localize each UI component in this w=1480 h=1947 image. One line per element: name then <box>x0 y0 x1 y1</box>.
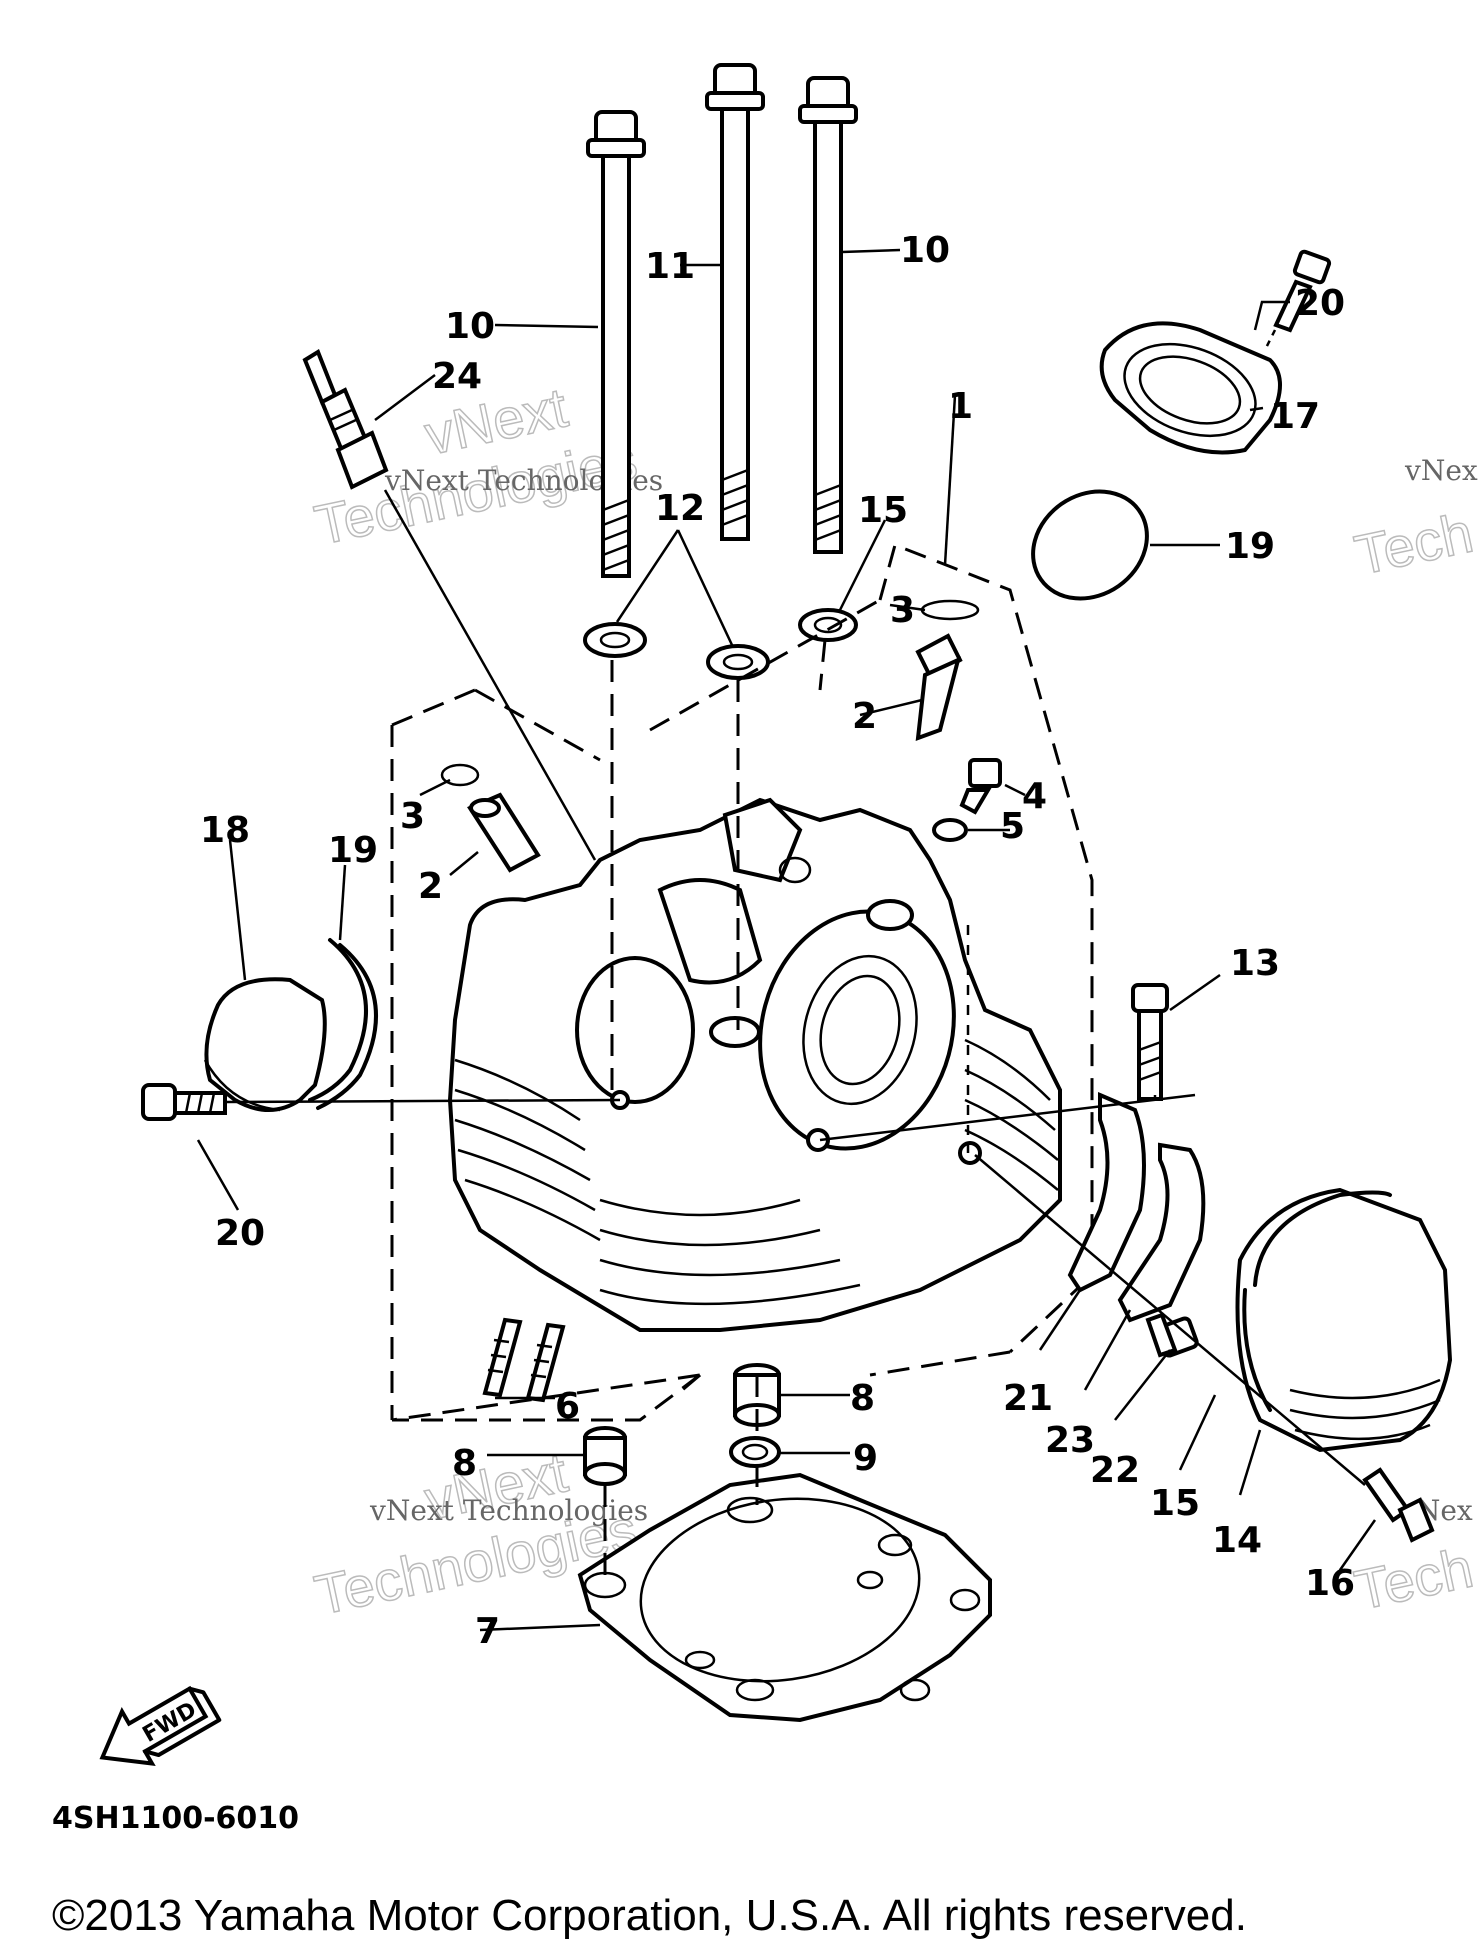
circlip-3-left <box>440 763 480 787</box>
callout-23: 23 <box>1045 1420 1095 1461</box>
stud-bolts-6 <box>482 1317 566 1403</box>
bolt-20-top <box>1263 249 1332 351</box>
callout-5: 5 <box>1000 806 1025 847</box>
cylinder-head <box>447 797 1062 1332</box>
watermark-small-bottom: vNext Technologies <box>369 1494 648 1527</box>
watermark-large-bottom-right: Tech <box>1349 1536 1478 1622</box>
leader-lines <box>196 248 1377 1632</box>
cylinder-head-side-cover <box>1235 1187 1453 1453</box>
callout-2-left: 2 <box>418 866 443 907</box>
o-ring-15-right <box>1253 1190 1392 1287</box>
bolt-20-left <box>141 1083 227 1121</box>
bolt-13 <box>1131 983 1169 1101</box>
watermark-group: Technologies vNext vNext Technologies vN… <box>309 375 1479 1628</box>
callout-15-right: 15 <box>1150 1483 1200 1524</box>
gasket-21 <box>1067 1091 1146 1293</box>
callout-6: 6 <box>555 1386 580 1427</box>
head-bolt-10-left <box>586 110 646 578</box>
head-bolt-10-right <box>798 76 858 554</box>
intake-joint-cover <box>1099 321 1282 455</box>
callout-10-left: 10 <box>445 306 495 347</box>
bolt-16 <box>1362 1467 1435 1543</box>
callout-3-left: 3 <box>400 796 425 837</box>
head-bolt-11 <box>705 63 765 541</box>
callout-20-top: 20 <box>1295 283 1345 324</box>
callout-21: 21 <box>1003 1378 1053 1419</box>
oil-seal-12-left <box>583 622 647 658</box>
spark-plug <box>302 349 389 490</box>
copyright-notice: ©2013 Yamaha Motor Corporation, U.S.A. A… <box>52 1891 1247 1940</box>
callout-12: 12 <box>655 488 705 529</box>
callout-17: 17 <box>1270 396 1320 437</box>
callout-14: 14 <box>1212 1520 1262 1561</box>
bolt-4 <box>959 758 1002 815</box>
washer-5 <box>932 818 968 842</box>
callout-1: 1 <box>948 386 973 427</box>
callout-18: 18 <box>200 810 250 851</box>
valve-guide-2-right <box>915 633 963 741</box>
gasket-23 <box>1117 1142 1206 1323</box>
callout-7: 7 <box>475 1611 500 1652</box>
callout-15-top: 15 <box>858 490 908 531</box>
cylinder-head-gasket <box>577 1472 992 1723</box>
fwd-arrow: FWD <box>99 1685 222 1766</box>
dowel-pin-8-left <box>583 1426 627 1486</box>
oil-seal-12-right <box>706 644 770 680</box>
valve-guide-2-left <box>467 792 541 873</box>
tappet-cover-left <box>203 977 327 1112</box>
callout-9: 9 <box>853 1438 878 1479</box>
callout-22: 22 <box>1090 1450 1140 1491</box>
watermark-small-right: vNex <box>1404 454 1478 487</box>
callout-8-right: 8 <box>850 1378 875 1419</box>
o-ring-19-left <box>308 938 368 1102</box>
circlip-3-right <box>920 599 980 621</box>
diagram-code: 4SH1100-6010 <box>52 1801 299 1836</box>
callout-16: 16 <box>1305 1563 1355 1604</box>
callout-24: 24 <box>432 356 482 397</box>
callout-labels: 10 11 10 20 24 1 17 12 15 19 3 2 3 4 18 … <box>200 230 1355 1652</box>
callout-2-right: 2 <box>852 696 877 737</box>
callout-4: 4 <box>1022 776 1047 817</box>
callout-10-right: 10 <box>900 230 950 271</box>
callout-20-left: 20 <box>215 1213 265 1254</box>
callout-19-left: 19 <box>328 830 378 871</box>
o-ring-9 <box>729 1436 781 1468</box>
watermark-large-right: Tech <box>1349 501 1478 587</box>
callout-3-right: 3 <box>890 590 915 631</box>
callout-13: 13 <box>1230 943 1280 984</box>
callout-8-left: 8 <box>452 1443 477 1484</box>
oil-seal-15 <box>798 608 858 642</box>
callout-19-top: 19 <box>1225 526 1275 567</box>
cylinder-head-assembly-outline <box>391 542 1094 1422</box>
callout-11: 11 <box>645 246 695 287</box>
